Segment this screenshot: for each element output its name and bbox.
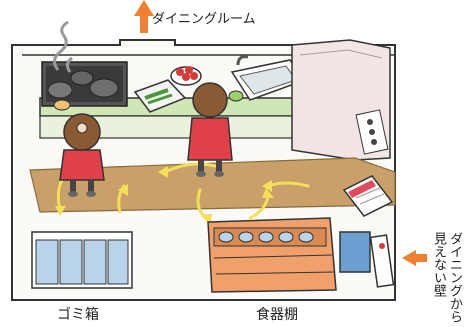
tomato-bowl bbox=[170, 66, 202, 86]
refrigerator bbox=[291, 39, 391, 161]
dish-shelf-label: 食器棚 bbox=[256, 307, 298, 323]
trash-bins bbox=[31, 231, 133, 289]
side-direction-arrow bbox=[402, 250, 427, 266]
dish-shelf bbox=[207, 217, 337, 293]
trash-label: ゴミ箱 bbox=[57, 307, 99, 323]
dining-room-label: ダイニングルーム bbox=[152, 12, 256, 27]
hidden-wall-label-line1: ダイニングから bbox=[447, 232, 462, 323]
movement-arrows bbox=[55, 162, 310, 226]
wall-calendar bbox=[342, 175, 394, 217]
stove bbox=[41, 20, 128, 107]
right-side-items bbox=[339, 231, 395, 288]
person-left bbox=[53, 99, 105, 197]
kitchen-floor bbox=[29, 157, 396, 213]
person-middle bbox=[187, 82, 244, 177]
dining-direction-arrow bbox=[134, 0, 154, 33]
cutting-board bbox=[133, 79, 187, 113]
hidden-wall-label-line2: 見えない壁 bbox=[431, 232, 446, 297]
